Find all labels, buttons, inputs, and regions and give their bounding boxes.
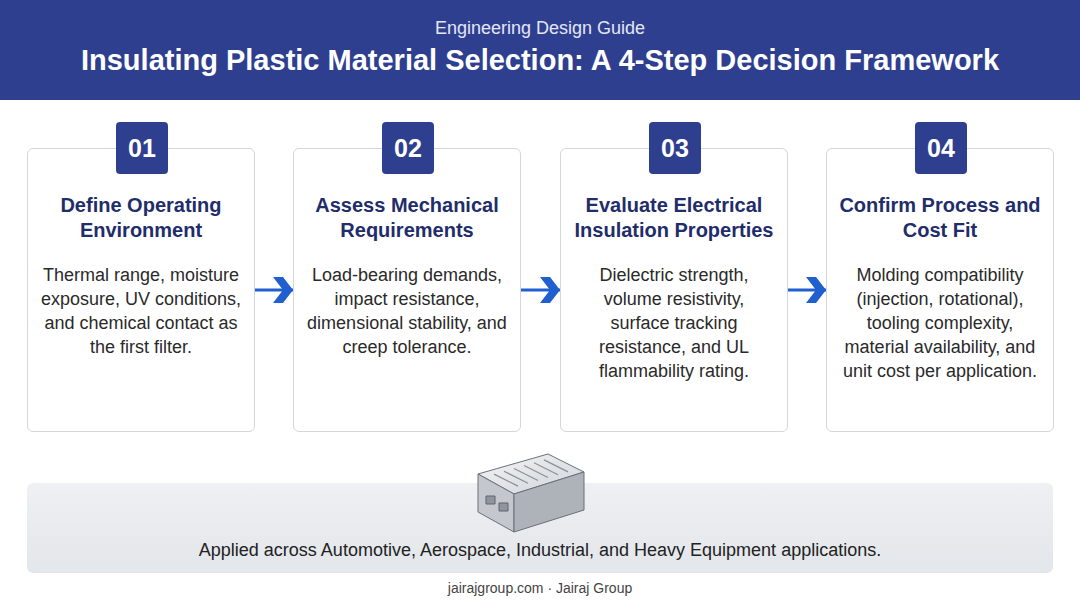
step-number-badge: 01 (116, 122, 168, 174)
step-card: 01Define Operating EnvironmentThermal ra… (27, 148, 255, 432)
subtitle: Engineering Design Guide (0, 18, 1080, 39)
step-card: 03Evaluate Electrical Insulation Propert… (560, 148, 788, 432)
step-number: 01 (128, 134, 156, 163)
enclosure-illustration (478, 454, 584, 532)
application-note: Applied across Automotive, Aerospace, In… (199, 540, 881, 561)
footer-credit: jairajgroup.com · Jairaj Group (0, 580, 1080, 596)
step-description: Thermal range, moisture exposure, UV con… (40, 263, 242, 359)
step-description: Molding compatibility (injection, rotati… (839, 263, 1041, 383)
step-description: Dielectric strength, volume resistivity,… (573, 263, 775, 383)
header-band (0, 0, 1080, 100)
step-number-badge: 02 (382, 122, 434, 174)
step-heading: Assess Mechanical Requirements (306, 193, 508, 243)
application-band: Applied across Automotive, Aerospace, In… (27, 483, 1053, 573)
flow-chevron (521, 289, 560, 292)
step-number: 04 (927, 134, 955, 163)
step-number-badge: 04 (915, 122, 967, 174)
step-number: 02 (394, 134, 422, 163)
step-card: 04Confirm Process and Cost FitMolding co… (826, 148, 1054, 432)
step-description: Load-bearing demands, impact resistance,… (306, 263, 508, 359)
step-heading: Confirm Process and Cost Fit (839, 193, 1041, 243)
step-heading: Evaluate Electrical Insulation Propertie… (573, 193, 775, 243)
flow-chevron (788, 289, 826, 292)
flow-chevron (255, 289, 293, 292)
step-card: 02Assess Mechanical RequirementsLoad-bea… (293, 148, 521, 432)
page-title: Insulating Plastic Material Selection: A… (0, 44, 1080, 77)
step-number-badge: 03 (649, 122, 701, 174)
step-heading: Define Operating Environment (40, 193, 242, 243)
step-number: 03 (661, 134, 689, 163)
fin-line (544, 460, 568, 472)
